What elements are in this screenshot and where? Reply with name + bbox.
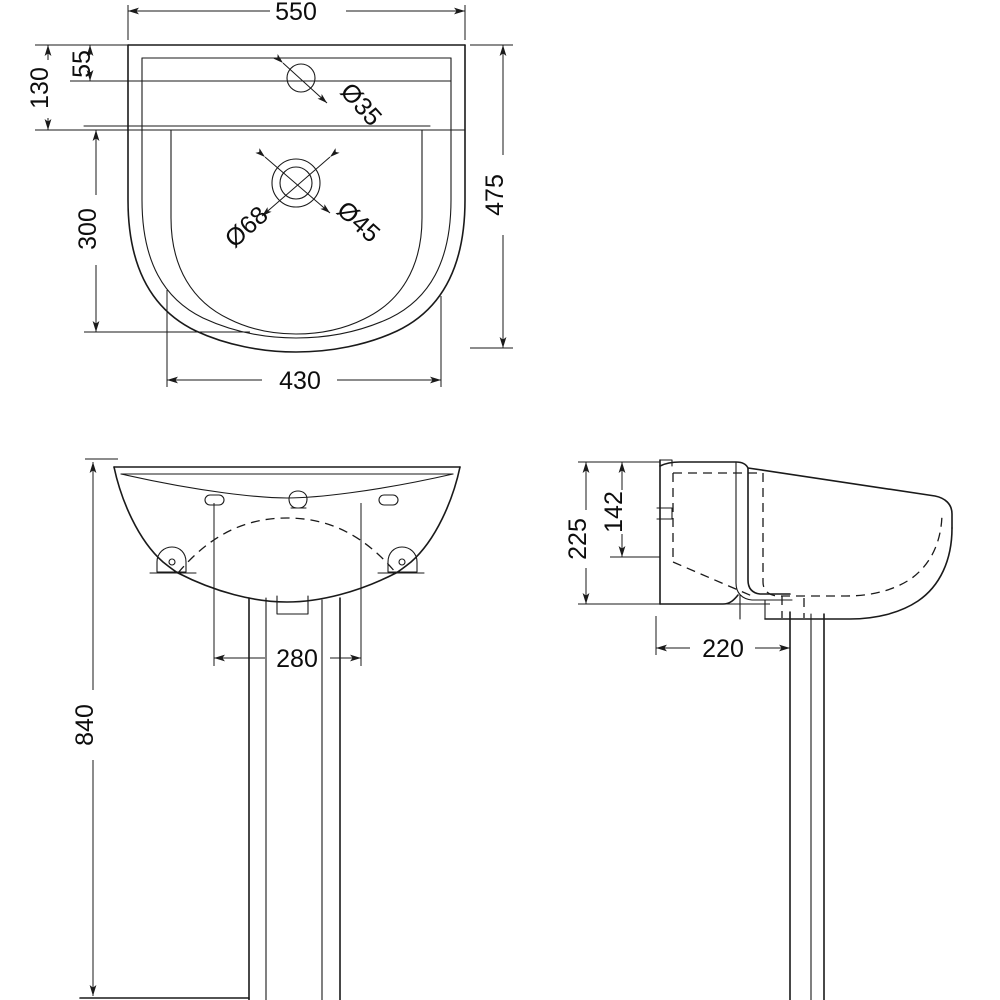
dimension-300: 300 — [74, 129, 250, 333]
dimension-label-475: 475 — [481, 174, 509, 216]
side-view: 225 142 220 — [564, 459, 953, 1000]
side-view-pedestal-collar — [659, 594, 805, 620]
front-view-waste-stub — [276, 595, 309, 615]
front-view: 280 840 — [71, 458, 461, 1000]
dimension-label-220: 220 — [702, 635, 744, 663]
top-view: 550 475 130 55 — [26, 0, 513, 395]
dimension-550: 550 — [127, 0, 466, 40]
front-view-overflow-hole — [288, 490, 308, 509]
top-view-bowl-opening — [170, 129, 423, 335]
dimension-280: 280 — [213, 503, 362, 673]
dimension-label-840: 840 — [71, 704, 99, 746]
waste-outlet-circles — [255, 148, 340, 217]
dimension-label-550: 550 — [275, 0, 317, 26]
top-view-ledge-lines — [83, 80, 466, 131]
dimension-label-130: 130 — [26, 67, 54, 109]
dimension-label-waste-inner-dia: Ø45 — [331, 196, 385, 248]
tap-hole-circle — [273, 53, 328, 104]
dimension-142: 142 — [600, 461, 660, 558]
side-view-rim-profile — [659, 461, 953, 529]
side-view-bowl-underside — [764, 527, 953, 620]
front-view-fixing-bracket-left — [149, 546, 197, 574]
front-view-fixing-bracket-right — [377, 546, 425, 574]
dimension-label-300: 300 — [74, 208, 102, 250]
front-view-body-outline — [113, 466, 461, 603]
dimension-label-55: 55 — [68, 50, 96, 78]
dimension-840: 840 — [71, 458, 118, 996]
dimension-220: 220 — [620, 603, 791, 663]
dimension-label-280: 280 — [276, 645, 318, 673]
dimension-475: 475 — [470, 44, 513, 349]
dimension-label-430: 430 — [279, 367, 321, 395]
dimension-label-waste-outer-dia: Ø68 — [220, 201, 274, 253]
front-view-hidden-bowl — [177, 517, 397, 574]
side-view-pedestal — [789, 611, 825, 1000]
top-view-basin-outline — [127, 44, 466, 353]
front-view-rim — [113, 466, 461, 499]
side-view-bowl-inner — [735, 461, 793, 601]
side-view-back-face — [656, 459, 673, 605]
dimension-430: 430 — [166, 290, 442, 395]
dimension-55: 55 — [68, 44, 128, 82]
dimension-label-142: 142 — [600, 491, 628, 533]
top-view-inner-rim — [141, 57, 452, 339]
front-view-tap-slot-right — [378, 494, 399, 506]
dimension-label-225: 225 — [564, 518, 592, 560]
dimension-label-tap-hole-dia: Ø35 — [335, 78, 387, 132]
side-view-hidden-bowl — [672, 472, 943, 597]
front-view-pedestal — [248, 597, 341, 1000]
